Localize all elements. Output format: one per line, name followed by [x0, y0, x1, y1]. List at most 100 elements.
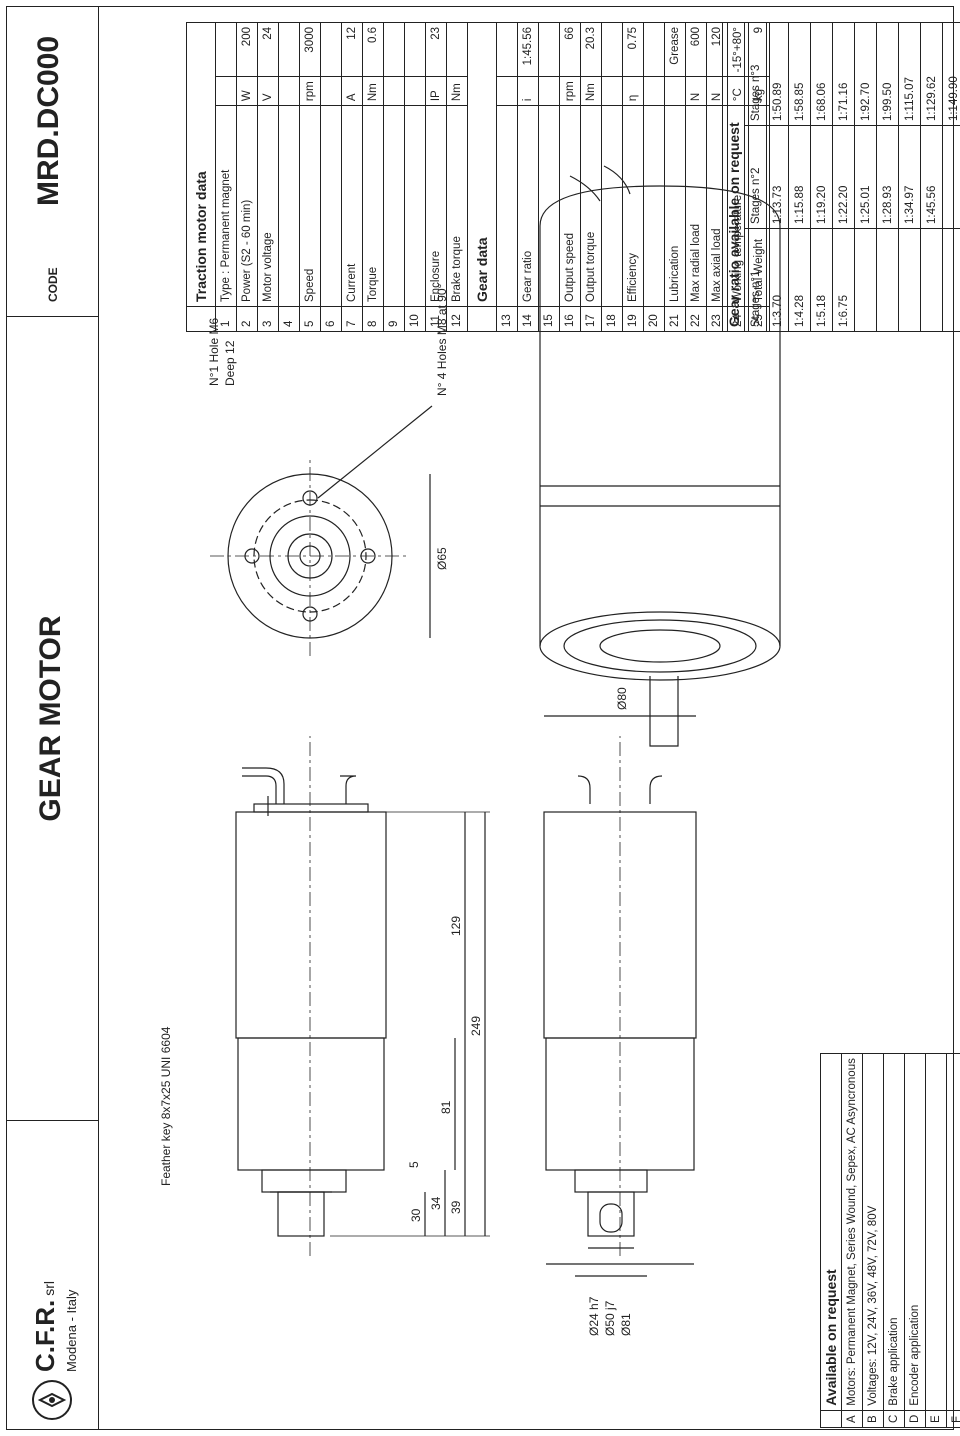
- row-number: 11: [425, 306, 447, 332]
- hole-note-2: Deep 12: [223, 340, 237, 386]
- row-number: 19: [622, 306, 644, 332]
- row-unit: Nm: [580, 76, 602, 106]
- row-label: Speed: [299, 105, 321, 307]
- row-value: 20.3: [580, 22, 602, 77]
- traction-title: Traction motor data: [186, 22, 216, 307]
- row-value: 1:45.56: [517, 22, 539, 77]
- row-label: Efficiency: [622, 105, 644, 307]
- company-logo-icon: [32, 1380, 72, 1420]
- row-label: [383, 105, 405, 307]
- dim-50: Ø50 j7: [603, 1300, 617, 1336]
- flange-side: [261, 1169, 347, 1193]
- row-value: 600: [685, 22, 707, 77]
- hole-note-1: N°1 Hole M6: [207, 318, 221, 386]
- feather-key-note: Feather key 8x7x25 UNI 6604: [159, 1026, 173, 1186]
- dim-80: Ø80: [615, 687, 629, 710]
- row-value: 3000: [299, 22, 321, 77]
- row-unit: Nm: [362, 76, 384, 106]
- row-value: [446, 22, 468, 77]
- gear-title-row: Gear data: [467, 22, 497, 332]
- gear-ratio-table: Gear ratio available on request Stages n…: [722, 22, 960, 332]
- row-value: [215, 22, 237, 77]
- drawing-annotations: N°1 Hole M6 Deep 12 Feather key 8x7x25 U…: [159, 283, 633, 1336]
- available-key: C: [883, 1410, 905, 1428]
- dim-24: Ø24 h7: [587, 1296, 601, 1336]
- available-row: E: [925, 1053, 947, 1428]
- row-number: 1: [215, 306, 237, 332]
- gear-row: 15: [538, 22, 560, 332]
- traction-row: 4: [278, 22, 300, 332]
- motor-body: [235, 811, 387, 1039]
- row-value: Grease: [664, 22, 686, 77]
- row-value: [643, 22, 665, 77]
- row-value: [538, 22, 560, 77]
- ratio-header: Stages n°2: [744, 125, 767, 229]
- row-value: 200: [236, 22, 258, 77]
- ratio-cell: [876, 228, 899, 332]
- available-title: Available on request: [820, 1053, 842, 1411]
- row-number: 14: [517, 306, 539, 332]
- ratio-cell: 1:22.20: [832, 125, 855, 229]
- row-unit: [215, 76, 237, 106]
- row-number: 3: [257, 306, 279, 332]
- available-key: D: [904, 1410, 926, 1428]
- dim-34: 34: [429, 1196, 443, 1210]
- available-row: F: [946, 1053, 960, 1428]
- ratio-cell: 1:99.50: [876, 22, 899, 126]
- row-unit: N: [685, 76, 707, 106]
- gear-title: Gear data: [467, 22, 497, 307]
- row-label: Torque: [362, 105, 384, 307]
- ratio-header: Stages n°3: [744, 22, 767, 126]
- available-value: Encoder application: [904, 1053, 926, 1411]
- row-label: Lubrication: [664, 105, 686, 307]
- gearbox-body: [237, 1037, 385, 1171]
- ratio-cell: 1:6.75: [832, 228, 855, 332]
- available-key: E: [925, 1410, 947, 1428]
- ratio-cell: 1:19.20: [810, 125, 833, 229]
- ratio-cell: 1:50.89: [766, 22, 789, 126]
- row-value: 0.6: [362, 22, 384, 77]
- row-value: [383, 22, 405, 77]
- ratio-cell: 1:25.01: [854, 125, 877, 229]
- dim-39: 39: [449, 1200, 463, 1214]
- row-unit: i: [517, 76, 539, 106]
- row-unit: V: [257, 76, 279, 106]
- row-number: 22: [685, 306, 707, 332]
- row-unit: [278, 76, 300, 106]
- ratio-cell: 1:5.18: [810, 228, 833, 332]
- available-value: Motors: Permanent Magnet, Series Wound, …: [841, 1053, 863, 1411]
- ratio-cell: 1:115.07: [898, 22, 921, 126]
- row-label: [320, 105, 342, 307]
- ratio-cell: 1:68.06: [810, 22, 833, 126]
- ratio-cell: [854, 228, 877, 332]
- row-label: Max radial load: [685, 105, 707, 307]
- row-number: 20: [643, 306, 665, 332]
- ratio-title: Gear ratio available on request: [722, 22, 745, 332]
- ratio-cell: 1:15.88: [788, 125, 811, 229]
- ratio-cell: 1:34.97: [898, 125, 921, 229]
- row-label: Output torque: [580, 105, 602, 307]
- ratio-cell: [920, 228, 943, 332]
- row-unit: [496, 76, 518, 106]
- row-number: 2: [236, 306, 258, 332]
- row-unit: IP: [425, 76, 447, 106]
- row-label: Brake torque: [446, 105, 468, 307]
- ratio-cell: 1:149.90: [942, 22, 960, 126]
- title-block: C.F.R.srl Modena - Italy GEAR MOTOR CODE…: [6, 6, 99, 1430]
- row-label: [496, 105, 518, 307]
- row-unit: [538, 76, 560, 106]
- gear-row: 13: [496, 22, 518, 332]
- company-cell: C.F.R.srl Modena - Italy: [6, 1120, 98, 1430]
